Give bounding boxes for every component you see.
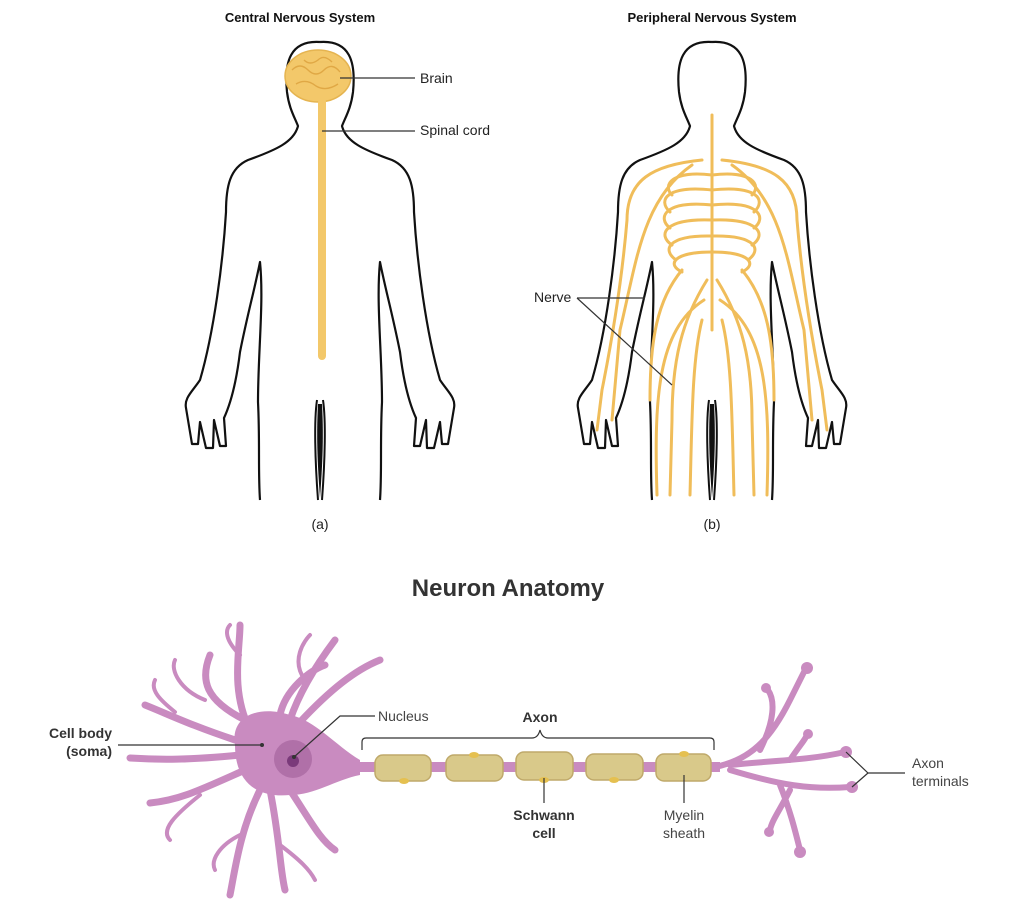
nerve-leader-line-2 — [576, 297, 673, 386]
neuron-anatomy: Neuron Anatomy Axon Cell body (soma) — [49, 575, 969, 899]
spinal-cord-label: Spinal cord — [420, 122, 490, 138]
figure-a-title: Central Nervous System — [225, 10, 375, 25]
axon-label: Axon — [523, 709, 558, 725]
terminals-leader-line — [845, 751, 905, 774]
brain-label: Brain — [420, 70, 453, 86]
neuron-title: Neuron Anatomy — [412, 575, 605, 602]
figure-b-title: Peripheral Nervous System — [627, 10, 796, 25]
myelin-label-2: sheath — [663, 825, 705, 841]
nucleus-leader-line — [293, 715, 375, 758]
spinal-cord — [318, 98, 326, 360]
figure-b-caption: (b) — [703, 516, 720, 532]
brain — [284, 49, 352, 103]
nerve-label: Nerve — [534, 289, 572, 305]
terminals-leader-line-2 — [851, 772, 869, 788]
schwann-label-2: cell — [532, 825, 555, 841]
terminals-label: Axon — [912, 755, 944, 771]
cell-body-label: Cell body — [49, 725, 112, 741]
nucleolus — [287, 755, 299, 767]
figure-central-nervous-system: Central Nervous System Brain Spinal cord… — [186, 10, 490, 532]
myelin-label: Myelin — [664, 807, 704, 823]
nucleus-label: Nucleus — [378, 708, 429, 724]
schwann-label: Schwann — [513, 807, 574, 823]
axon-bracket — [361, 729, 715, 750]
figure-peripheral-nervous-system: Peripheral Nervous System Nerve (b) — [534, 10, 846, 532]
terminals-label-2: terminals — [912, 773, 969, 789]
figure-a-caption: (a) — [311, 516, 328, 532]
axon-terminals — [712, 662, 858, 858]
myelin-sheaths — [374, 751, 712, 782]
nerve-network — [595, 113, 829, 497]
dendrites — [126, 621, 384, 899]
soma-label: (soma) — [66, 743, 112, 759]
